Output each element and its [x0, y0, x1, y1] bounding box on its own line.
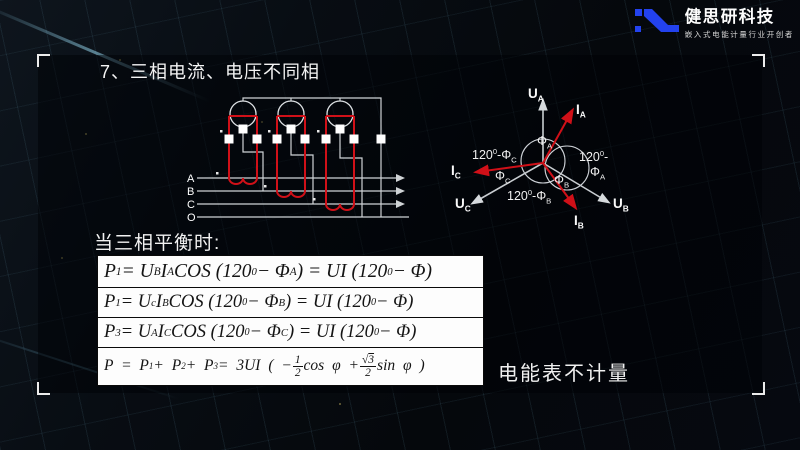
phase-label-b: B	[187, 186, 194, 198]
frame-corner-bottom-right	[752, 382, 765, 395]
brand-logo: 健思研科技 嵌入式电能计量行业开创者	[634, 8, 794, 40]
angle-label-phi-b: ΦB	[554, 173, 570, 190]
angle-label-phi-c: ΦC	[495, 169, 511, 186]
vector-label-ub: UB	[613, 196, 629, 214]
page-title: 7、三相电流、电压不同相	[100, 62, 321, 82]
balance-condition-label: 当三相平衡时:	[94, 233, 221, 254]
angle-label-phi-a: ΦA	[537, 134, 553, 151]
brand-tagline: 嵌入式电能计量行业开创者	[684, 30, 794, 40]
polarity-dots	[216, 130, 320, 201]
phase-arrows	[396, 174, 405, 208]
frame-corner-top-right	[752, 54, 765, 67]
phasor-diagram: UA IA UB IB UC IC ΦA ΦC ΦB 1200-ΦC 1200-…	[450, 85, 650, 240]
frame-corner-bottom-left	[37, 382, 50, 395]
vector-label-ib: IB	[574, 213, 584, 231]
vector-label-uc: UC	[455, 196, 471, 214]
phase-label-a: A	[187, 173, 195, 185]
phase-label-c: C	[187, 199, 195, 211]
voltage-bus-wires	[242, 97, 382, 217]
phase-lines	[197, 177, 409, 218]
phasor-svg	[470, 97, 611, 211]
voltage-vectors	[470, 97, 611, 205]
frame-corner-top-left	[37, 54, 50, 67]
voltage-coil-circles	[229, 100, 354, 128]
no-metering-note: 电能表不计量	[498, 363, 630, 385]
wiring-diagram: A B C O	[183, 88, 415, 238]
brand-mark-icon	[634, 9, 679, 32]
current-vectors	[473, 107, 578, 211]
angle-label-120-phic: 1200-ΦC	[472, 147, 517, 165]
angle-label-120-phia-line2: ΦA	[590, 165, 606, 182]
angle-label-120-phia-line1: 1200-	[579, 149, 609, 165]
phase-label-o: O	[187, 212, 196, 224]
vector-label-ua: UA	[528, 86, 544, 104]
vector-label-ic: IC	[451, 163, 461, 181]
brand-name: 健思研科技	[684, 8, 775, 26]
terminal-blocks	[224, 124, 386, 144]
brand-text: 健思研科技 嵌入式电能计量行业开创者	[685, 8, 794, 40]
wiring-diagram-svg: A B C O	[187, 97, 409, 224]
vector-label-ia: IA	[576, 102, 586, 120]
current-coil-wiring	[228, 115, 355, 211]
angle-label-120-phib: 1200-ΦB	[507, 188, 552, 206]
